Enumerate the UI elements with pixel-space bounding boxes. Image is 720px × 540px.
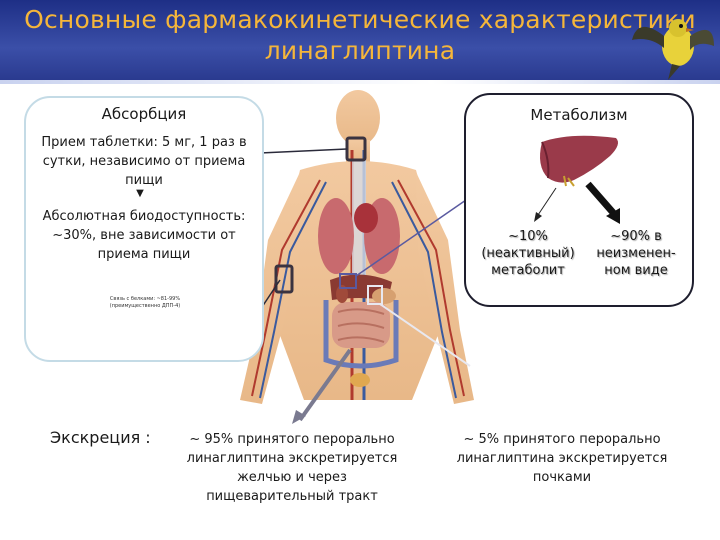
heart: [354, 203, 378, 233]
title-line-1: Основные фармакокинетические характерист…: [24, 5, 696, 34]
metabolite-percentage: ~10% (неактивный) метаболит: [481, 229, 575, 278]
colon: [323, 300, 399, 369]
absorption-intake-text: Прием таблетки: 5 мг, 1 раз в сутки, нез…: [41, 135, 247, 188]
right-arm-shape: [416, 172, 474, 404]
protein-binding-note: Связь с белками: ~81-99% (преимущественн…: [70, 296, 220, 310]
liver-marker: [339, 273, 357, 289]
bird-icon: [632, 19, 714, 80]
metabolism-heading: Метаболизм: [530, 106, 628, 124]
absorption-bioavailability-text: Абсолютная биодоступность: ~30%, вне зав…: [42, 209, 246, 262]
metabolism-panel: [464, 93, 694, 307]
header-divider: [0, 80, 720, 84]
liver-icon: [534, 135, 620, 224]
protein-binding-line-1: Связь с белками: ~81-99%: [109, 296, 181, 302]
arm-marker: [274, 264, 294, 294]
kidney: [336, 285, 348, 303]
title-line-2: линаглиптина: [264, 36, 456, 65]
protein-binding-line-2: (преимущественно ДПП-4): [109, 303, 181, 309]
unchanged-percentage: ~90% в неизменен-ном виде: [596, 229, 676, 278]
header-banner: [0, 0, 720, 80]
left-lung: [318, 198, 354, 274]
down-arrow-icon: ▼: [136, 188, 144, 199]
kidney-marker: [367, 285, 383, 305]
intestines: [332, 302, 390, 348]
absorption-panel: [24, 96, 264, 362]
slide-title: Основные фармакокинетические характерист…: [0, 4, 720, 66]
absorption-heading: Абсорбция: [101, 105, 187, 123]
anatomy-diagram: [240, 90, 474, 424]
excretion-label: Экскреция :: [50, 428, 151, 447]
renal-excretion-text: ~ 5% принятого перорально линаглиптина э…: [456, 432, 668, 485]
biliary-excretion-text: ~ 95% принятого перорально линаглиптина …: [186, 432, 398, 504]
head-shape: [336, 90, 380, 146]
